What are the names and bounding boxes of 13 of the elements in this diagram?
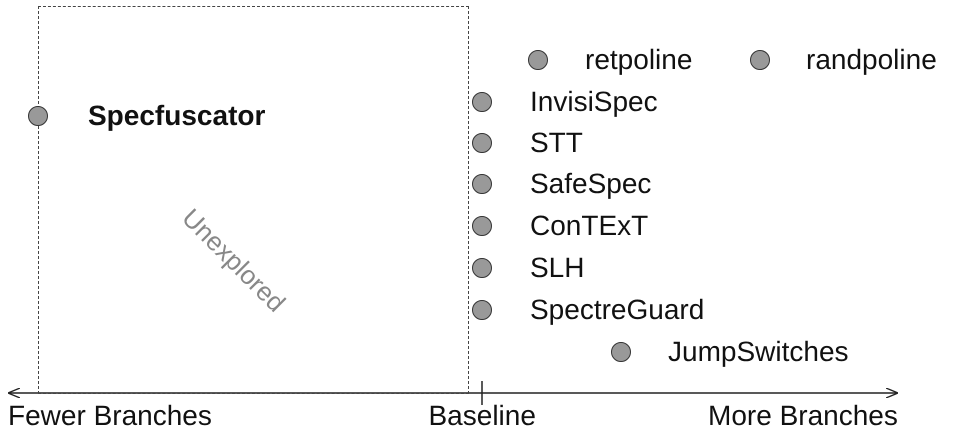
point-label: retpoline <box>585 45 692 75</box>
point-label: InvisiSpec <box>530 87 658 117</box>
point-label: SLH <box>530 253 584 283</box>
point-label: SafeSpec <box>530 169 652 199</box>
axis-label: Baseline <box>428 400 536 432</box>
point-label: Specfuscator <box>88 101 266 131</box>
axis-label: More Branches <box>708 400 898 432</box>
point-label: STT <box>530 128 583 158</box>
axis-label: Fewer Branches <box>8 400 212 432</box>
point-label: SpectreGuard <box>530 295 704 325</box>
point-label: ConTExT <box>530 211 648 241</box>
point-label: randpoline <box>806 45 937 75</box>
point-label: JumpSwitches <box>668 337 849 367</box>
